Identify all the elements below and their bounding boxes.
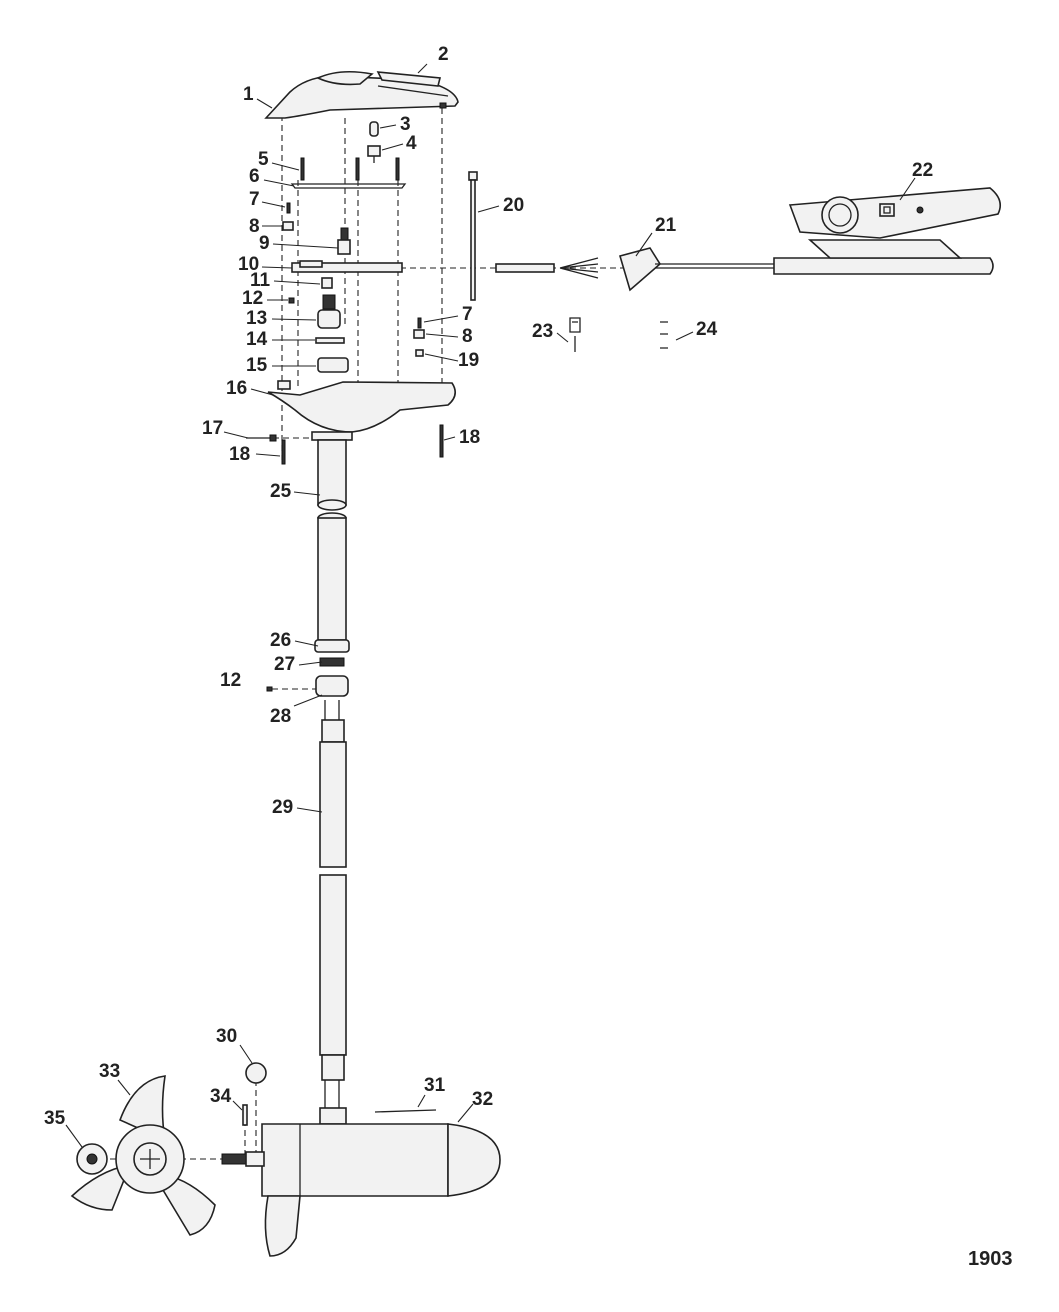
callout-2: 2 bbox=[438, 44, 449, 65]
steering-bracket bbox=[291, 227, 403, 289]
callout-5: 5 bbox=[258, 149, 269, 170]
cable-tie bbox=[468, 171, 478, 301]
callout-4: 4 bbox=[406, 133, 417, 154]
callout-7-lower: 7 bbox=[462, 304, 473, 325]
callout-18-left: 18 bbox=[229, 444, 250, 465]
callout-6: 6 bbox=[249, 166, 260, 187]
propeller bbox=[70, 1075, 216, 1236]
control-head-base bbox=[267, 380, 456, 441]
leader-lines bbox=[65, 63, 916, 1148]
callout-12-upper: 12 bbox=[242, 288, 263, 309]
callout-12-lower: 12 bbox=[220, 670, 241, 691]
callout-8-upper: 8 bbox=[249, 216, 260, 237]
callout-21: 21 bbox=[655, 215, 677, 236]
callout-7-upper: 7 bbox=[249, 189, 260, 210]
callout-13: 13 bbox=[246, 308, 267, 329]
trolling-motor-unit bbox=[221, 1062, 501, 1257]
callout-34: 34 bbox=[210, 1086, 232, 1107]
shaft-lower bbox=[319, 700, 347, 1108]
callout-10: 10 bbox=[238, 254, 259, 275]
callout-18-right: 18 bbox=[459, 427, 480, 448]
callout-labels: 2 1 3 4 5 6 7 8 9 10 11 12 13 14 15 16 1… bbox=[44, 44, 933, 1129]
callout-1: 1 bbox=[243, 84, 254, 105]
shaft-collars bbox=[266, 639, 350, 697]
callout-24: 24 bbox=[696, 319, 718, 340]
callout-28: 28 bbox=[270, 706, 291, 727]
control-head-cover bbox=[264, 70, 459, 119]
callout-14: 14 bbox=[246, 329, 268, 350]
gear-stack bbox=[288, 294, 425, 373]
foot-pedal-assembly bbox=[495, 187, 1001, 292]
callout-23: 23 bbox=[532, 321, 553, 342]
screws-and-plate bbox=[282, 157, 407, 231]
callout-22: 22 bbox=[912, 160, 933, 181]
callout-3: 3 bbox=[400, 114, 411, 135]
callout-31: 31 bbox=[424, 1075, 446, 1096]
shaft-upper bbox=[317, 439, 347, 641]
small-fittings-3-4 bbox=[367, 121, 381, 163]
callout-27: 27 bbox=[274, 654, 295, 675]
callout-11: 11 bbox=[250, 270, 271, 291]
callout-35: 35 bbox=[44, 1108, 66, 1129]
callout-33: 33 bbox=[99, 1061, 120, 1082]
callout-15: 15 bbox=[246, 355, 268, 376]
callout-16: 16 bbox=[226, 378, 247, 399]
callout-29: 29 bbox=[272, 797, 293, 818]
callout-17: 17 bbox=[202, 418, 223, 439]
small-clips-23-24 bbox=[569, 317, 668, 352]
callout-19: 19 bbox=[458, 350, 479, 371]
pin-and-bolts bbox=[246, 424, 444, 465]
callout-30: 30 bbox=[216, 1026, 237, 1047]
figure-number: 1903 bbox=[968, 1248, 1013, 1270]
callout-26: 26 bbox=[270, 630, 291, 651]
callout-25: 25 bbox=[270, 481, 292, 502]
callout-32: 32 bbox=[472, 1089, 493, 1110]
callout-8-lower: 8 bbox=[462, 326, 473, 347]
callout-20: 20 bbox=[503, 195, 524, 216]
callout-9: 9 bbox=[259, 233, 270, 254]
